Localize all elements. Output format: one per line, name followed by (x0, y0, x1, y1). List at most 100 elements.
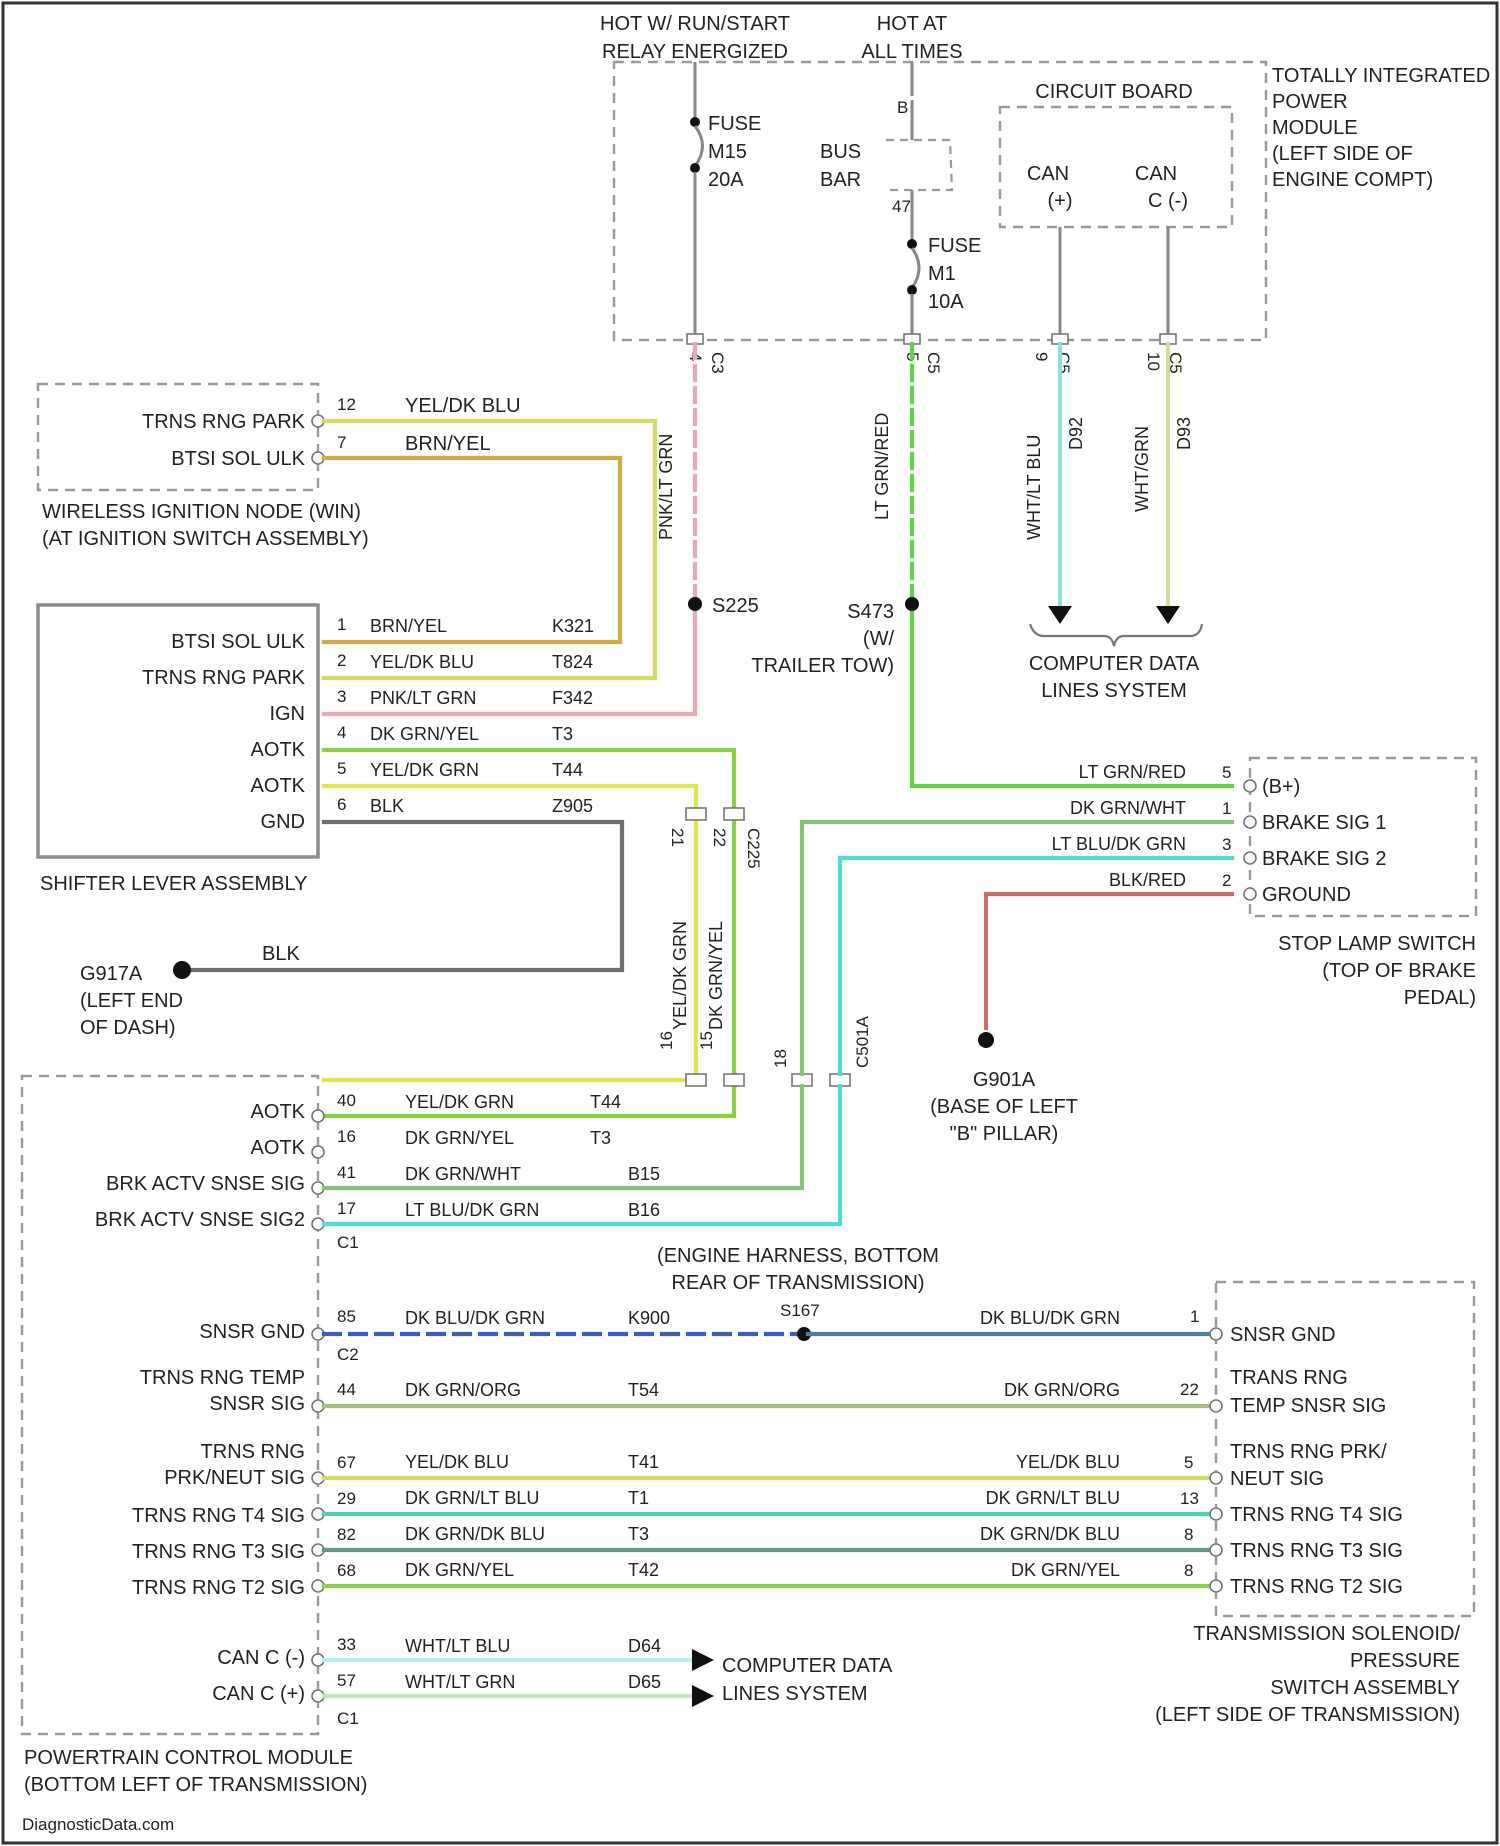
splice-s473-label-1: S473 (847, 601, 894, 623)
c501a-pin-15 (724, 1074, 744, 1086)
tsps-wire-temp: DK GRN/ORG (1004, 1380, 1120, 1400)
splice-s167-label: S167 (780, 1301, 820, 1320)
ground-g917a-label-2: (LEFT END (80, 990, 183, 1012)
tsps-wire-t3: DK GRN/DK BLU (980, 1524, 1120, 1544)
harness-note-2: REAR OF TRANSMISSION) (672, 1272, 925, 1294)
shifter-code-5: T44 (552, 760, 583, 780)
pcm-wire-82: DK GRN/DK BLU (405, 1524, 545, 1544)
stop-lamp-label-ground: GROUND (1262, 884, 1351, 906)
computer-data-top-label-1: COMPUTER DATA (1029, 653, 1200, 675)
ground-g901a-icon (978, 1032, 994, 1048)
shifter-pin-6: 6 (337, 795, 346, 814)
tsps-name-2: PRESSURE (1350, 1650, 1460, 1672)
pcm-label-t2: TRNS RNG T2 SIG (132, 1577, 305, 1599)
pcm-code-29: T1 (628, 1488, 649, 1508)
pcm-pin-40 (312, 1110, 324, 1122)
pcm-label-aotk-16: AOTK (251, 1137, 306, 1159)
harness-note-1: (ENGINE HARNESS, BOTTOM (657, 1245, 939, 1267)
stop-lamp-pin-2: 2 (1222, 871, 1231, 890)
diagram-border (3, 3, 1497, 1843)
tsps-pin-8a: 8 (1184, 1525, 1193, 1544)
ground-g917a-icon (173, 961, 191, 979)
pcm-pin-num-29: 29 (337, 1489, 356, 1508)
pcm-pin-num-57: 57 (337, 1671, 356, 1690)
ground-g917a-label-3: OF DASH) (80, 1017, 176, 1039)
tsps-label-temp-2: TEMP SNSR SIG (1230, 1395, 1386, 1417)
pcm-label-prk-2: PRK/NEUT SIG (164, 1467, 305, 1489)
pcm-label-temp-1: TRNS RNG TEMP (140, 1367, 305, 1389)
pcm-wire-68: DK GRN/YEL (405, 1560, 514, 1580)
shifter-label-trns-rng-park: TRNS RNG PARK (142, 667, 306, 689)
tsps-name-1: TRANSMISSION SOLENOID/ (1193, 1623, 1460, 1645)
tipm-pin-label-9: 9 (1032, 352, 1051, 361)
pcm-label-brk-sig: BRK ACTV SNSE SIG (106, 1173, 305, 1195)
shifter-label-btsi: BTSI SOL ULK (171, 631, 305, 653)
pcm-name-2: (BOTTOM LEFT OF TRANSMISSION) (24, 1774, 367, 1796)
splice-s225-label: S225 (712, 595, 759, 617)
pcm-label-t3: TRNS RNG T3 SIG (132, 1541, 305, 1563)
shifter-wire-6: BLK (370, 796, 404, 816)
ground-g917a-label-1: G917A (80, 963, 143, 985)
ground-g901a-label-3: "B" PILLAR) (950, 1123, 1059, 1145)
pcm-code-82: T3 (628, 1524, 649, 1544)
shifter-wire-5: YEL/DK GRN (370, 760, 479, 780)
ground-g901a-label-1: G901A (973, 1069, 1036, 1091)
stop-lamp-label-brake-sig-2: BRAKE SIG 2 (1262, 848, 1387, 870)
c225-pin-21-label: 21 (668, 828, 687, 847)
stop-lamp-wire-3: LT BLU/DK GRN (1052, 834, 1186, 854)
c501a-pin-18-label: 18 (771, 1049, 790, 1068)
fuse-m1-label-1: FUSE (928, 235, 981, 257)
tsps-terminal-8a (1210, 1544, 1222, 1556)
shifter-name: SHIFTER LEVER ASSEMBLY (40, 873, 308, 895)
fuse-m1-label-2: M1 (928, 263, 956, 285)
stop-lamp-pin-1: 1 (1222, 799, 1231, 818)
pcm-code-68: T42 (628, 1560, 659, 1580)
shifter-code-6: Z905 (552, 796, 593, 816)
pcm-wire-67: YEL/DK BLU (405, 1452, 509, 1472)
pcm-wire-17: LT BLU/DK GRN (405, 1200, 539, 1220)
stop-lamp-pin-3-terminal (1244, 852, 1256, 864)
pcm-code-17: B16 (628, 1200, 660, 1220)
computer-data-bottom-label-2: LINES SYSTEM (722, 1683, 868, 1705)
tsps-terminal-1 (1210, 1328, 1222, 1340)
hot-run-label-1: HOT W/ RUN/START (600, 13, 790, 35)
pcm-label-brk-sig2: BRK ACTV SNSE SIG2 (95, 1209, 305, 1231)
c501a-pin-15-label: 15 (697, 1031, 716, 1050)
computer-data-top-label-2: LINES SYSTEM (1041, 680, 1187, 702)
pcm-pin-num-16: 16 (337, 1127, 356, 1146)
win-name-2: (AT IGNITION SWITCH ASSEMBLY) (42, 528, 369, 550)
stop-lamp-label-b-plus: (B+) (1262, 776, 1300, 798)
pcm-code-67: T41 (628, 1452, 659, 1472)
shifter-wire-4: DK GRN/YEL (370, 724, 479, 744)
stop-lamp-pin-2-terminal (1244, 888, 1256, 900)
pcm-code-33: D64 (628, 1636, 661, 1656)
fuse-m15-label-3: 20A (708, 169, 744, 191)
blk-wire-label: BLK (262, 943, 300, 965)
hot-all-label-2: ALL TIMES (861, 41, 962, 63)
shifter-code-2: T824 (552, 652, 593, 672)
tipm-pin-label-10: 10 (1144, 352, 1163, 371)
vertical-wire-yel-dk-grn-label: YEL/DK GRN (670, 921, 690, 1030)
tipm-name-2: POWER (1272, 91, 1348, 113)
pcm-wire-40: YEL/DK GRN (405, 1092, 514, 1112)
tsps-terminal-13 (1210, 1508, 1222, 1520)
pcm-label-can-minus: CAN C (-) (217, 1647, 305, 1669)
ground-g901a-label-2: (BASE OF LEFT (930, 1096, 1078, 1118)
pcm-label-t4: TRNS RNG T4 SIG (132, 1505, 305, 1527)
fuse-m1-label-3: 10A (928, 291, 964, 313)
tsps-wire-prk: YEL/DK BLU (1016, 1452, 1120, 1472)
fuse-m15-label-2: M15 (708, 141, 747, 163)
splice-s473-label-3: TRAILER TOW) (751, 655, 894, 677)
fuse-m1-terminal-top (907, 239, 917, 249)
pcm-c2-label: C2 (337, 1345, 359, 1364)
pcm-wire-16: DK GRN/YEL (405, 1128, 514, 1148)
shifter-code-4: T3 (552, 724, 573, 744)
shifter-pin-3: 3 (337, 687, 346, 706)
c225-pin-21 (686, 808, 706, 820)
tsps-label-prk-1: TRNS RNG PRK/ (1230, 1441, 1387, 1463)
tsps-pin-5: 5 (1184, 1453, 1193, 1472)
pcm-pin-num-85: 85 (337, 1307, 356, 1326)
tipm-name-1: TOTALLY INTEGRATED (1272, 65, 1490, 87)
tsps-wire-snsr-gnd: DK BLU/DK GRN (980, 1308, 1120, 1328)
